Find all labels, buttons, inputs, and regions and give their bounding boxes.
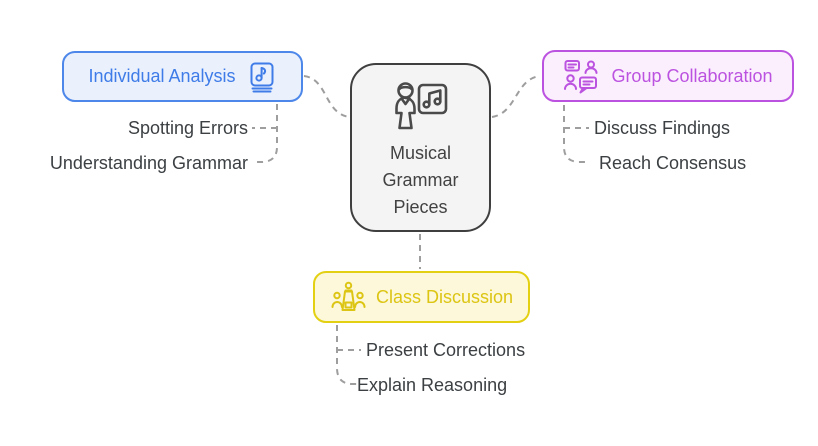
subitem-understanding-grammar: Understanding Grammar [49,153,248,173]
subitem-reach-consensus: Reach Consensus [599,153,747,173]
connector-center-to-individual-analysis [303,75,350,118]
node-musical-grammar-pieces[interactable]: Musical Grammar Pieces [350,63,491,232]
music-book-icon [247,61,277,93]
subitem-discuss-findings: Discuss Findings [594,118,731,138]
connector-center-to-group-collaboration [491,75,541,118]
connector-group-collaboration-items [563,105,587,163]
individual-analysis-label: Individual Analysis [88,66,236,86]
subitem-spotting-errors: Spotting Errors [127,118,248,138]
node-individual-analysis[interactable]: Individual Analysis [62,51,303,102]
subitem-present-corrections: Present Corrections [366,340,526,360]
class-discussion-label: Class Discussion [375,286,514,307]
group-collaboration-label: Group Collaboration [611,65,773,86]
person-presenting-music-icon [392,80,450,132]
subitem-explain-reasoning: Explain Reasoning [357,375,508,395]
node-class-discussion[interactable]: Class Discussion [313,271,530,323]
group-chat-icon [563,58,600,95]
class-presentation-icon [330,281,367,314]
node-group-collaboration[interactable]: Group Collaboration [542,50,794,102]
center-node-label: Musical Grammar Pieces [382,143,459,217]
connector-individual-analysis-items [254,104,278,163]
